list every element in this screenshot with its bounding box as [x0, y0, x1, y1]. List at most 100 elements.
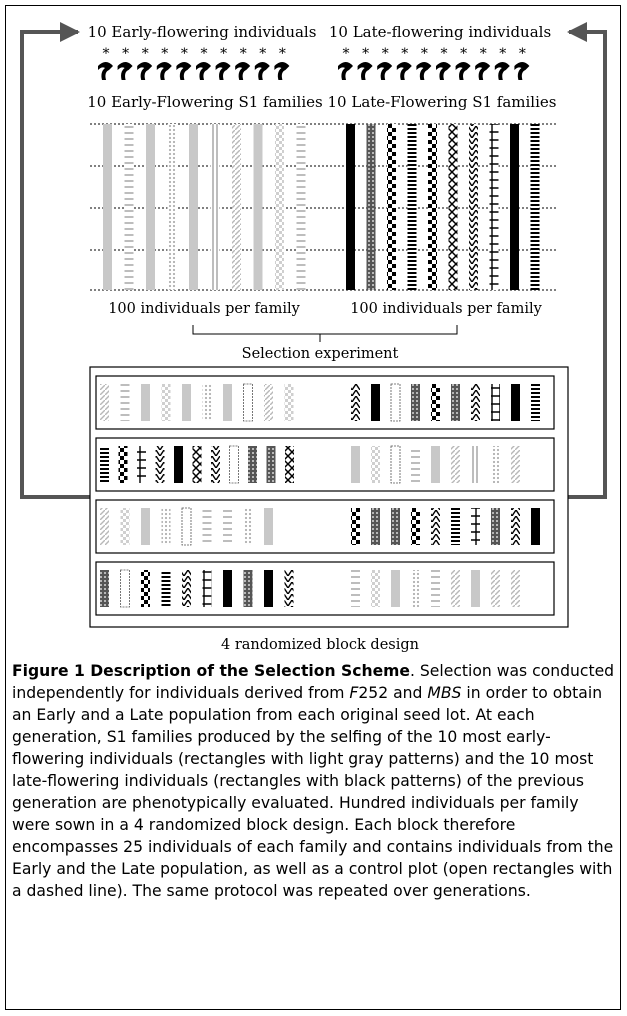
- plant-icon: [396, 62, 412, 80]
- plant-icon: [117, 62, 133, 80]
- late-families-label: 10 Late-Flowering S1 families: [328, 93, 557, 111]
- block-plot: [531, 384, 540, 421]
- feedback-arrow-left: [20, 22, 90, 499]
- flowering-asterisk: *: [519, 46, 526, 62]
- caption-part2: 252 and: [358, 684, 428, 702]
- flowering-asterisk: *: [480, 46, 487, 62]
- block-plot: [371, 508, 380, 545]
- block-plot: [471, 384, 480, 421]
- early-family-column: [296, 124, 306, 290]
- block-plot: [411, 446, 420, 483]
- block-plot: [243, 508, 253, 545]
- block-plot: [391, 508, 400, 545]
- plant-icon: [156, 62, 172, 80]
- block-plot: [371, 446, 380, 483]
- block-plot: [284, 384, 294, 421]
- block-plot: [161, 508, 171, 545]
- block-plot: [351, 384, 360, 421]
- block-plot: [141, 570, 150, 607]
- block-plot: [411, 384, 420, 421]
- block-plot: [451, 446, 460, 483]
- block-plot: [223, 384, 232, 421]
- block-plot: [100, 384, 109, 421]
- block-plot: [491, 446, 500, 483]
- block-plot: [223, 508, 232, 545]
- early-individuals-label: 10 Early-flowering individuals: [88, 23, 317, 41]
- early-family-column: [124, 124, 134, 290]
- block-plot: [202, 508, 212, 545]
- block-row: [95, 437, 555, 492]
- plant-icon: [494, 62, 510, 80]
- plant-icon: [338, 62, 353, 80]
- plant-icon: [196, 62, 211, 80]
- plant-icon: [98, 62, 113, 80]
- early-family-column: [275, 124, 284, 290]
- early-family-column: [210, 124, 220, 290]
- plant-icon: [514, 62, 530, 80]
- early-family-column: [189, 124, 198, 290]
- block-plot: [431, 446, 440, 483]
- block-plot: [223, 570, 232, 607]
- block-plot: [202, 570, 212, 607]
- block-plot: [174, 446, 183, 483]
- block-plot: [211, 446, 220, 483]
- block-plot: [141, 508, 150, 545]
- caption-part1: . Selection was conducted independently …: [12, 662, 615, 702]
- flowering-asterisk: *: [421, 46, 428, 62]
- block-plot: [511, 508, 520, 545]
- block-plot: [120, 508, 130, 545]
- block-plot: [100, 570, 109, 607]
- early-family-column: [146, 124, 155, 290]
- late-family-column: [448, 124, 458, 290]
- early-family-column: [167, 124, 177, 290]
- block-plot: [391, 570, 400, 607]
- late-family-column: [346, 124, 355, 290]
- early-per-family-label: 100 individuals per family: [108, 301, 300, 317]
- block-plot: [491, 384, 500, 421]
- block-plot: [243, 383, 253, 422]
- block-plot: [243, 570, 253, 607]
- block-plot: [431, 508, 440, 545]
- plant-icon: [416, 62, 432, 80]
- late-per-family-label: 100 individuals per family: [350, 301, 542, 317]
- late-plant-icons: **********: [338, 46, 530, 80]
- block-plot: [155, 446, 165, 483]
- block-design-label: 4 randomized block design: [221, 637, 419, 653]
- block-plot: [248, 446, 257, 483]
- flowering-asterisk: *: [279, 46, 286, 62]
- randomized-blocks: [95, 375, 555, 616]
- early-family-column: [232, 124, 241, 290]
- block-plot: [161, 570, 171, 607]
- block-plot: [264, 384, 273, 421]
- block-plot: [390, 445, 401, 484]
- block-plot: [431, 384, 440, 421]
- block-plot: [411, 570, 420, 607]
- plant-icon: [235, 62, 251, 80]
- flowering-asterisk: *: [161, 46, 168, 62]
- block-plot: [351, 570, 360, 607]
- block-plot: [531, 508, 540, 545]
- late-family-column: [428, 124, 437, 290]
- plant-icon: [254, 62, 270, 80]
- block-plot: [100, 446, 109, 483]
- flowering-asterisk: *: [220, 46, 227, 62]
- block-plot: [411, 508, 420, 545]
- block-plot: [192, 446, 202, 483]
- block-plot: [264, 570, 273, 607]
- block-plot: [284, 570, 294, 607]
- field-grid-lines: [90, 123, 558, 291]
- early-family-column: [103, 124, 112, 290]
- flowering-asterisk: *: [460, 46, 467, 62]
- block-plot: [451, 508, 460, 545]
- block-plot: [120, 384, 130, 421]
- block-plot: [491, 508, 500, 545]
- late-family-columns: [346, 124, 540, 290]
- late-family-column: [366, 124, 376, 290]
- late-individuals-label: 10 Late-flowering individuals: [329, 23, 551, 41]
- caption-part3: in order to obtain an Early and a Late p…: [12, 684, 614, 900]
- caption-italic1: F: [349, 684, 359, 702]
- flowering-asterisk: *: [201, 46, 208, 62]
- late-family-column: [489, 124, 499, 290]
- block-plot: [491, 570, 500, 607]
- flowering-asterisk: *: [441, 46, 448, 62]
